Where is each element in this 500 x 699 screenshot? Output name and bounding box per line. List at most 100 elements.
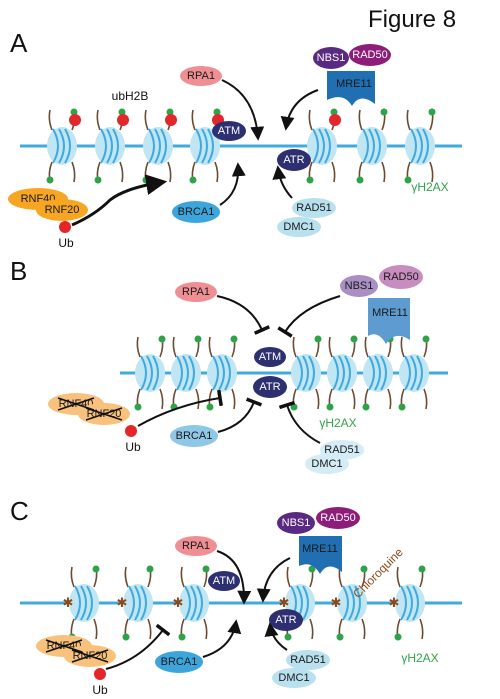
atr-label: ATR: [275, 614, 296, 626]
nucleosome: ✱: [389, 565, 426, 641]
nucleosome: [290, 335, 322, 411]
histone-octamer: [363, 354, 393, 392]
ubh2b-dot: [117, 114, 129, 126]
brca1-inhibit-line: [217, 397, 263, 433]
histone-octamer: [405, 127, 435, 165]
dna-wrap: [160, 128, 167, 164]
dna-wrap: [176, 355, 183, 391]
dna-wrap: [154, 128, 161, 164]
histone-tail: [315, 388, 320, 410]
gamma-h2ax-dot: [206, 403, 214, 411]
atm-protein: [254, 347, 286, 367]
histone-tail: [396, 566, 401, 588]
ub-inhibit-line: [105, 623, 171, 670]
rpa1-arrow: [221, 79, 265, 141]
histone-tail: [96, 109, 101, 131]
gamma-h2ax-dot: [290, 403, 298, 411]
dna-wrap: [152, 355, 159, 391]
nucleosome: [206, 335, 238, 411]
nucleosome: [404, 108, 436, 184]
dna-wrap: [344, 355, 351, 391]
dna-wrap: [412, 585, 419, 621]
ub-label: Ub: [125, 440, 141, 454]
ub-label: Ub: [92, 683, 108, 697]
dna-wrap: [218, 355, 225, 391]
histone-octamer: [47, 127, 77, 165]
chloroquine-mark: ✱: [117, 595, 128, 610]
histone-octamer: [307, 127, 337, 165]
histone-octamer: [291, 354, 321, 392]
gamma-h2ax-dot: [158, 335, 166, 343]
histone-octamer: [337, 584, 367, 622]
rpa1-protein: [175, 282, 217, 302]
histone-tail: [429, 161, 434, 183]
histone-octamer: [95, 127, 125, 165]
dmc1-protein: [272, 668, 316, 688]
atr-label: ATR: [259, 381, 280, 393]
dna-wrap: [195, 128, 202, 164]
dna-wrap: [374, 355, 381, 391]
dna-wrap: [400, 585, 407, 621]
chloroquine-mark: ✱: [63, 595, 74, 610]
atm-label: ATM: [218, 125, 240, 137]
gamma-h2ax-dot: [356, 176, 364, 184]
nucleosome: [170, 335, 202, 411]
panel-b: RPA1 NBS1 RAD50 MRE11 ATM ATR RNF40 RNF2…: [48, 265, 448, 474]
gamma-h2ax-dot: [404, 176, 412, 184]
dna-wrap: [134, 585, 141, 621]
figure-title: Figure 8: [368, 6, 456, 33]
dna-wrap: [332, 355, 339, 391]
nucleosome: [356, 108, 388, 184]
dna-wrap: [188, 355, 195, 391]
nucleosome: [398, 335, 430, 411]
histone-tail: [147, 618, 152, 640]
dmc1-label: DMC1: [278, 672, 309, 684]
dna-wrap: [324, 128, 331, 164]
chloroquine-mark: ✱: [173, 595, 184, 610]
histone-octamer: [207, 354, 237, 392]
dna-wrap: [410, 355, 417, 391]
rad51-arrow: [272, 165, 293, 199]
histone-tail: [309, 618, 314, 640]
dna-wrap: [342, 585, 349, 621]
rad51-protein: [292, 198, 336, 218]
dna-wrap: [140, 355, 147, 391]
dna-wrap: [302, 355, 309, 391]
nucleosome: [142, 108, 177, 184]
dna-wrap: [212, 355, 219, 391]
rnf20-cross-mark: [85, 407, 123, 421]
atm-label: ATM: [213, 575, 235, 587]
nucleosome: [46, 108, 81, 184]
gamma-h2ax-dot: [142, 176, 150, 184]
histone-tail: [70, 566, 75, 588]
panel-label-a: A: [10, 28, 28, 58]
histone-tail: [144, 109, 149, 131]
histone-tail: [48, 109, 53, 131]
gamma-h2ax-dot: [146, 565, 154, 573]
rad51-arrow: [264, 622, 288, 651]
gamma-h2ax-dot: [92, 565, 100, 573]
atm-protein: [212, 121, 246, 141]
dna-wrap: [406, 585, 413, 621]
nucleosome: ✱: [173, 565, 210, 641]
nucleosome: ✱: [117, 565, 154, 641]
atr-protein: [253, 376, 287, 398]
nbs1-protein: [277, 512, 315, 534]
gamma-h2ax-dot: [350, 335, 358, 343]
dna-wrap: [148, 128, 155, 164]
brca1-arrow: [219, 162, 246, 206]
mre11-label: MRE11: [336, 78, 372, 90]
rpa1-inhibit-line: [216, 295, 271, 335]
histone-tail: [364, 336, 369, 358]
gamma-h2ax-dot: [422, 335, 430, 343]
histone-octamer: [357, 127, 387, 165]
rpa1-label: RPA1: [182, 540, 210, 552]
nbs1-label: NBS1: [317, 52, 346, 64]
gamma-h2ax-dot: [306, 176, 314, 184]
ubiquitin-dot: [125, 425, 137, 437]
histone-tail: [180, 566, 185, 588]
gamma-h2ax-dot: [398, 403, 406, 411]
gamma-h2ax-dot: [326, 403, 334, 411]
rad50-protein: [349, 44, 391, 66]
histone-tail: [231, 388, 236, 410]
